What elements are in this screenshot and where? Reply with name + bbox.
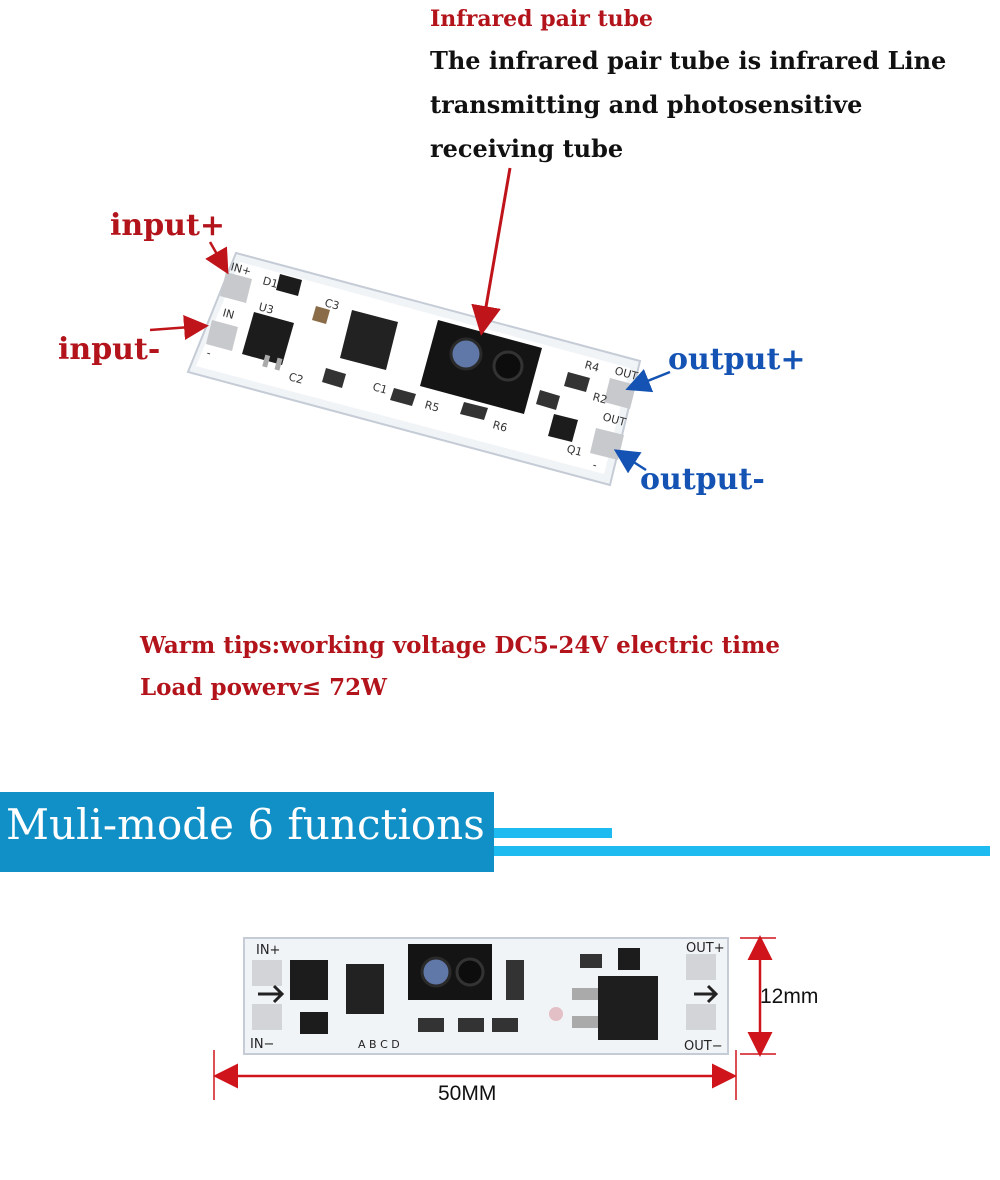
height-dimension-label: 12mm [760,985,819,1008]
tube-pointer-arrow [471,167,512,336]
svg-text:-: - [205,346,212,360]
svg-text:IN−: IN− [250,1037,274,1052]
output-minus-label: output- [640,462,765,497]
output-minus-arrow [613,449,647,474]
svg-text:IN+: IN+ [256,943,280,958]
svg-text:C1: C1 [371,380,389,396]
callout-line-1: The infrared pair tube is infrared Line [430,46,947,75]
input-plus-arrow [205,241,229,275]
section-banner [0,792,494,872]
svg-text:C3: C3 [323,296,341,312]
svg-text:OUT−: OUT− [684,1039,723,1054]
callout-title: Infrared pair tube [430,6,654,32]
svg-text:OUT+: OUT+ [686,941,725,956]
accent-bar-short [494,828,612,838]
pcb-board: IN+ D1 U3 C3 IN - C2 C1 R5 R6 R4 OUT+ R2… [186,251,648,487]
output-plus-arrow [625,368,671,393]
svg-text:R5: R5 [423,398,441,414]
input-minus-arrow [149,315,209,340]
input-plus-label: input+ [110,208,225,243]
svg-text:U3: U3 [257,300,275,316]
tips-line-1: Warm tips:working voltage DC5-24V electr… [140,632,781,659]
section-title: Muli-mode 6 functions [6,800,485,849]
svg-text:C2: C2 [287,370,305,386]
svg-text:IN+: IN+ [229,260,252,278]
board-photo-bottom: IN+ IN− A B C D OUT+ OUT− [213,935,776,1100]
svg-text:OUT: OUT [601,410,627,429]
svg-text:IN: IN [221,306,235,322]
input-minus-label: input- [58,332,161,367]
svg-text:R2: R2 [591,390,609,406]
svg-text:R4: R4 [583,358,601,374]
svg-text:Q1: Q1 [565,442,584,459]
callout-line-3: receiving tube [430,134,624,163]
svg-text:D1: D1 [261,274,279,291]
svg-text:R6: R6 [491,418,509,434]
width-dimension-label: 50MM [438,1082,497,1105]
svg-text:-: - [591,458,598,472]
accent-bar-long [494,846,990,856]
svg-text:A B C D: A B C D [358,1038,400,1051]
pcb-board-flat: IN+ IN− A B C D OUT+ OUT− [243,937,729,1055]
callout-line-2: transmitting and photosensitive [430,90,863,119]
board-photo-top: IN+ D1 U3 C3 IN - C2 C1 R5 R6 R4 OUT+ R2… [149,167,671,487]
output-plus-label: output+ [668,342,806,377]
tips-line-2: Load powerv≤ 72W [140,674,387,701]
